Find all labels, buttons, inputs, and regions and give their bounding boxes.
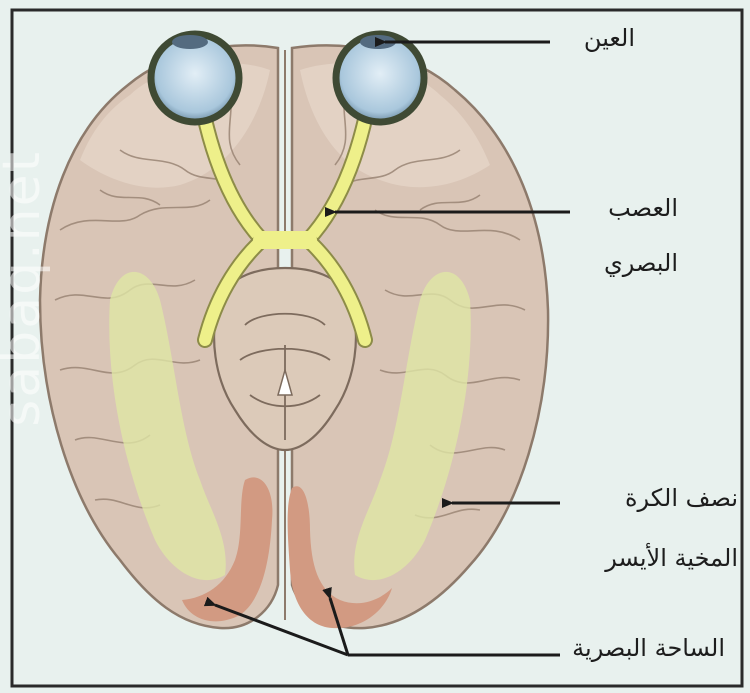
watermark: sabaq.net xyxy=(0,150,48,427)
label-left-hemisphere-line1: نصف الكرة xyxy=(625,480,738,516)
label-optic-nerve-line2: البصري xyxy=(604,245,678,281)
label-optic-nerve-line1: العصب xyxy=(608,190,678,226)
left-eye xyxy=(336,34,424,122)
label-eye: العين xyxy=(584,20,635,56)
right-eye xyxy=(151,34,239,122)
label-left-hemisphere-line2: المخية الأيسر xyxy=(605,540,738,576)
label-visual-area: الساحة البصرية xyxy=(572,630,725,666)
